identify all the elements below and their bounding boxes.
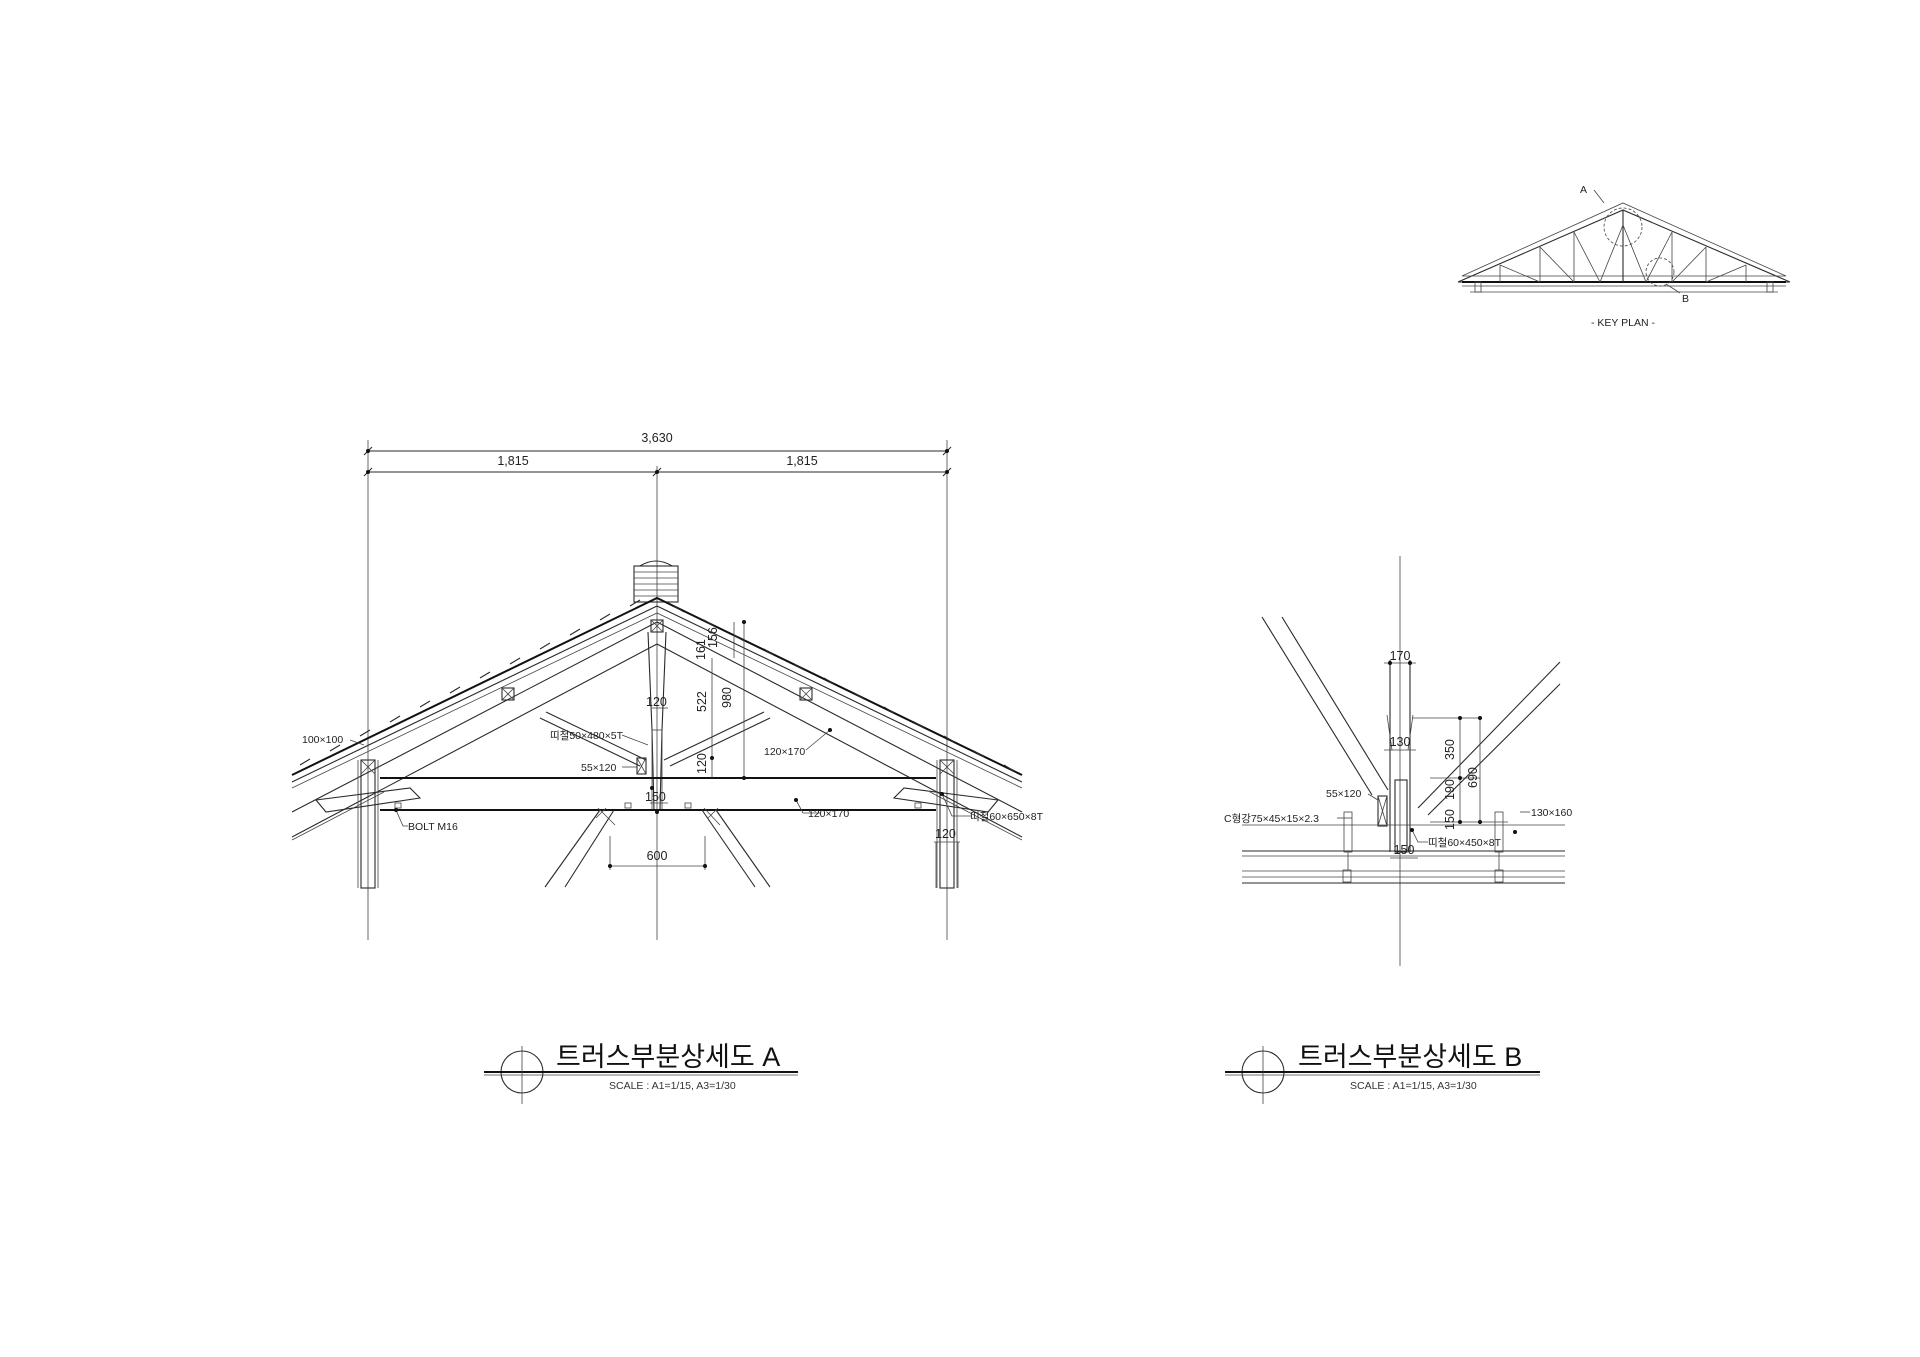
bolt-markers — [394, 786, 922, 814]
label-purlin: 100×100 — [302, 734, 343, 746]
key-plan-marker-a: A — [1580, 184, 1587, 196]
dim-120-mid: 120 — [695, 753, 709, 774]
roof-tiles-left — [299, 599, 641, 766]
label-tie: 120×170 — [808, 808, 849, 820]
detail-b-inner-dims — [1384, 661, 1508, 859]
detail-a-title: 트러스부분상세도 A — [556, 1042, 780, 1072]
label-bolt: BOLT M16 — [408, 821, 458, 833]
dim-150: 150 — [645, 790, 666, 804]
detail-b-title: 트러스부분상세도 B — [1298, 1042, 1522, 1072]
lower-truss — [544, 807, 771, 888]
dim-600: 600 — [647, 849, 668, 863]
detail-b-beams — [1242, 811, 1565, 884]
label-plate-upper: 띠철50×480×5T — [550, 730, 624, 742]
detail-a: 3,630 1,815 1,815 — [291, 431, 1044, 1104]
key-plan: A B - KEY PLAN - — [1457, 184, 1791, 329]
dim-half-right: 1,815 — [786, 454, 817, 468]
dim-total-width: 3,630 — [641, 431, 672, 445]
dim-120-right: 120 — [935, 827, 956, 841]
detail-b-title-block — [1225, 1046, 1540, 1104]
dim-150-v: 150 — [1443, 809, 1457, 830]
dim-522: 522 — [695, 691, 709, 712]
detail-a-title-block — [484, 1046, 798, 1104]
struts — [539, 711, 771, 767]
b-label-plate: 띠철60×450×8T — [1428, 837, 1502, 849]
detail-b-leaders — [1337, 793, 1530, 843]
b-label-beam: 130×160 — [1531, 807, 1572, 819]
detail-b-post — [1377, 660, 1414, 853]
label-block: 55×120 — [581, 762, 616, 774]
key-plan-truss — [1457, 189, 1791, 294]
ridge-cap — [633, 560, 679, 603]
key-plan-caption: - KEY PLAN - — [1591, 317, 1655, 329]
roof-rafters — [291, 596, 1023, 841]
dim-130: 130 — [1390, 735, 1411, 749]
detail-b-scale: SCALE : A1=1/15, A3=1/30 — [1350, 1080, 1477, 1092]
detail-b-diagonals — [1261, 616, 1561, 816]
b-label-channel: C형강75×45×15×2.3 — [1224, 813, 1319, 825]
roof-tiles-right — [673, 605, 1015, 772]
wall-posts — [357, 759, 959, 889]
detail-a-leaders — [349, 728, 972, 827]
dim-half-left: 1,815 — [497, 454, 528, 468]
purlin-blocks — [501, 687, 813, 701]
dim-161: 161 — [694, 639, 708, 660]
detail-a-inner-dims — [608, 620, 960, 870]
dim-120-top: 120 — [646, 695, 667, 709]
label-plate-right: 띠철60×650×8T — [970, 811, 1044, 823]
dim-690: 690 — [1466, 767, 1480, 788]
b-label-block: 55×120 — [1326, 788, 1361, 800]
king-post — [636, 619, 667, 811]
dim-156: 156 — [706, 627, 720, 648]
detail-a-scale: SCALE : A1=1/15, A3=1/30 — [609, 1080, 736, 1092]
label-strut: 120×170 — [764, 746, 805, 758]
detail-b: 170 130 350 690 190 150 150 55×120 C형강75… — [1224, 556, 1572, 1104]
dim-170: 170 — [1390, 649, 1411, 663]
dim-980: 980 — [720, 687, 734, 708]
key-plan-marker-b: B — [1682, 293, 1689, 305]
dim-190: 190 — [1443, 779, 1457, 800]
tie-beam — [314, 777, 1000, 813]
dim-350: 350 — [1443, 739, 1457, 760]
detail-a-dimension-lines — [363, 440, 952, 940]
dim-150-h: 150 — [1394, 843, 1415, 857]
